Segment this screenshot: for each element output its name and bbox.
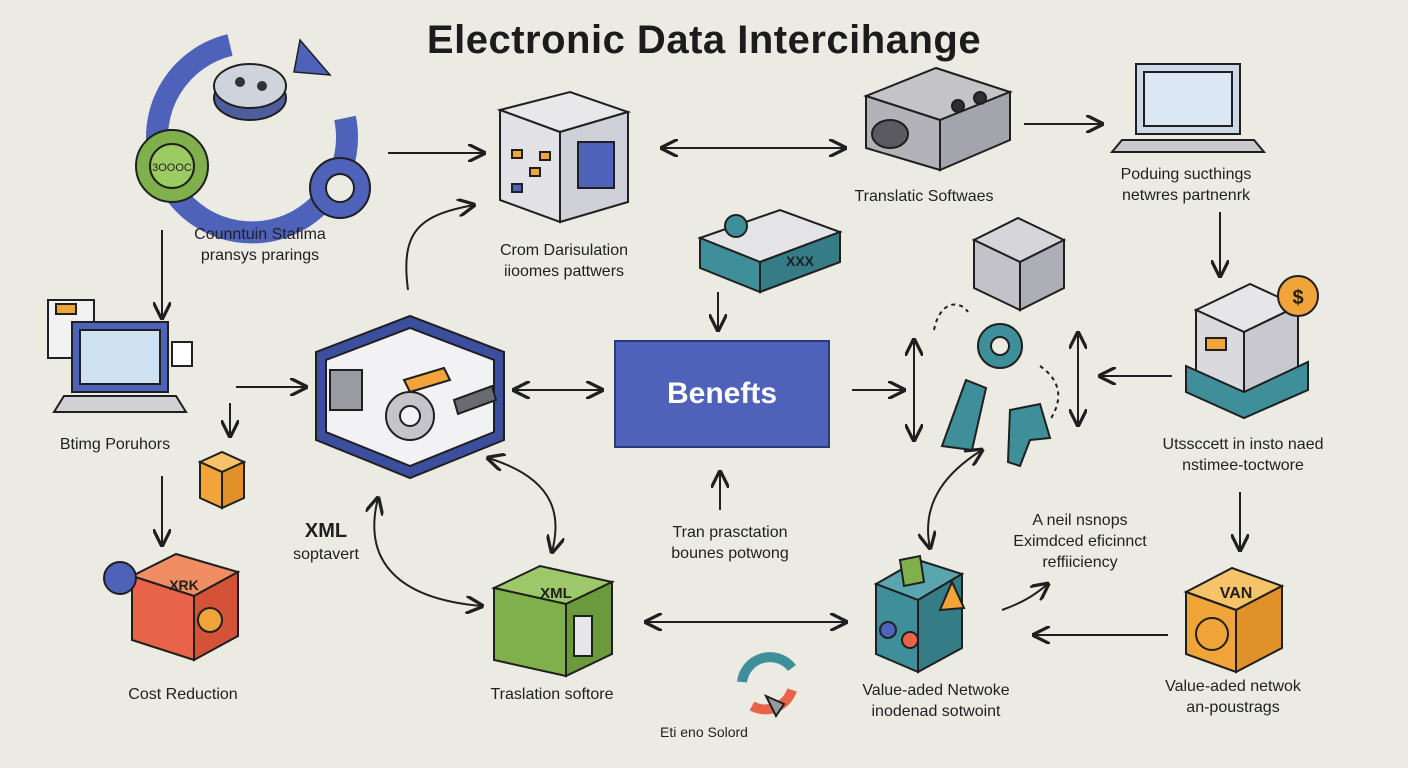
label-line: Btimg Poruhors [59, 436, 171, 453]
label-line: pransys prarings [200, 247, 320, 264]
laptop-left-icon [47, 299, 193, 413]
van-box-text: VAN [1220, 585, 1253, 602]
label-top-right: Poduing sucthings netwres partnenrk [1094, 164, 1278, 206]
orange-cube-icon [197, 450, 247, 510]
label-left-mid: Btimg Poruhors [40, 434, 190, 455]
label-line: iioomes pattwers [503, 263, 625, 280]
recycle-icon [737, 652, 797, 718]
label-top-center: Crom Darisulation iioomes pattwers [476, 240, 652, 282]
label-xml-left: XML soptavert [266, 518, 386, 565]
label-line: inodenad sotwoint [871, 703, 1001, 720]
connectors [162, 124, 1240, 635]
benefits-label: Benefts [666, 377, 778, 410]
arrow-van-efficiency [1001, 584, 1048, 611]
label-efficiency: A neil nsnops Eximdced eficinnct reffiic… [980, 510, 1180, 573]
teal-device-icon [697, 208, 843, 294]
label-center-low: Tran prasctation bounes potwong [640, 522, 820, 564]
xml-box-text: XML [540, 585, 572, 602]
label-line: netwres partnenrk [1121, 187, 1251, 204]
van-teal-box-icon [873, 554, 966, 674]
box-texts: XRK XML VAN $ XXX [169, 253, 1303, 602]
label-line: soptavert [293, 546, 359, 563]
label-line: Value-aded netwok [1165, 678, 1301, 695]
label-line: A neil nsnops [1032, 512, 1128, 529]
label-translatic: Translatic Softwaes [826, 186, 1022, 207]
translator-device-icon [863, 66, 1013, 172]
label-line: Crom Darisulation [499, 242, 629, 259]
server-cube-icon [496, 90, 632, 224]
label-line: Poduing sucthings [1120, 166, 1252, 183]
label-line: Traslation softore [490, 686, 614, 703]
gear-cluster-icon [933, 303, 1060, 468]
arrow-van-up [928, 450, 982, 548]
building-icon [1185, 275, 1319, 420]
label-eti: Eti eno Solord [634, 722, 774, 743]
label-top-left: Counntuin Stafima pransys prarings [170, 224, 350, 266]
benefits-box: Benefts [614, 340, 830, 448]
dollar-text: $ [1292, 287, 1303, 309]
label-line: Utssccett in insto naed [1162, 436, 1324, 453]
label-line: Cost Reduction [128, 686, 238, 703]
gears-cycle-icon: 3OOOC [135, 34, 371, 244]
hub-hexagon-icon [315, 314, 505, 480]
cost-box-icon [103, 552, 241, 662]
label-line: Tran prasctation [672, 524, 788, 541]
label-line: reffiiciency [1042, 554, 1118, 571]
label-line: Value-aded Netwoke [862, 682, 1010, 699]
label-line: XML [304, 520, 348, 542]
label-line: bounes potwong [671, 545, 789, 562]
label-line: Eti eno Solord [660, 724, 748, 740]
label-line: Eximdced eficinnct [1013, 533, 1147, 550]
label-translation: Traslation softore [462, 684, 642, 705]
gear-small-text: 3OOOC [152, 162, 192, 174]
arrow-hub-xml-curve [488, 458, 556, 552]
van-orange-box-icon [1183, 566, 1285, 674]
xml-box-icon [490, 564, 616, 678]
label-cost: Cost Reduction [98, 684, 268, 705]
label-van-right: Value-aded netwok an-poustrags [1138, 676, 1328, 718]
label-right-mid: Utssccett in insto naed nstimee-toctwore [1128, 434, 1358, 476]
xrk-text: XRK [169, 577, 199, 593]
label-line: an-poustrags [1186, 699, 1280, 716]
label-line: Translatic Softwaes [854, 188, 994, 205]
arrow-curve-up [405, 205, 474, 291]
label-line: Counntuin Stafima [194, 226, 326, 243]
laptop-top-icon [1109, 63, 1267, 153]
label-line: nstimee-toctwore [1182, 457, 1304, 474]
page-title: Electronic Data Intercihange [426, 18, 982, 62]
gray-cube-icon [971, 216, 1067, 312]
arrow-left-xml-curve [374, 498, 482, 606]
label-van-left: Value-aded Netwoke inodenad sotwoint [838, 680, 1034, 722]
xxx-text: XXX [786, 253, 815, 269]
